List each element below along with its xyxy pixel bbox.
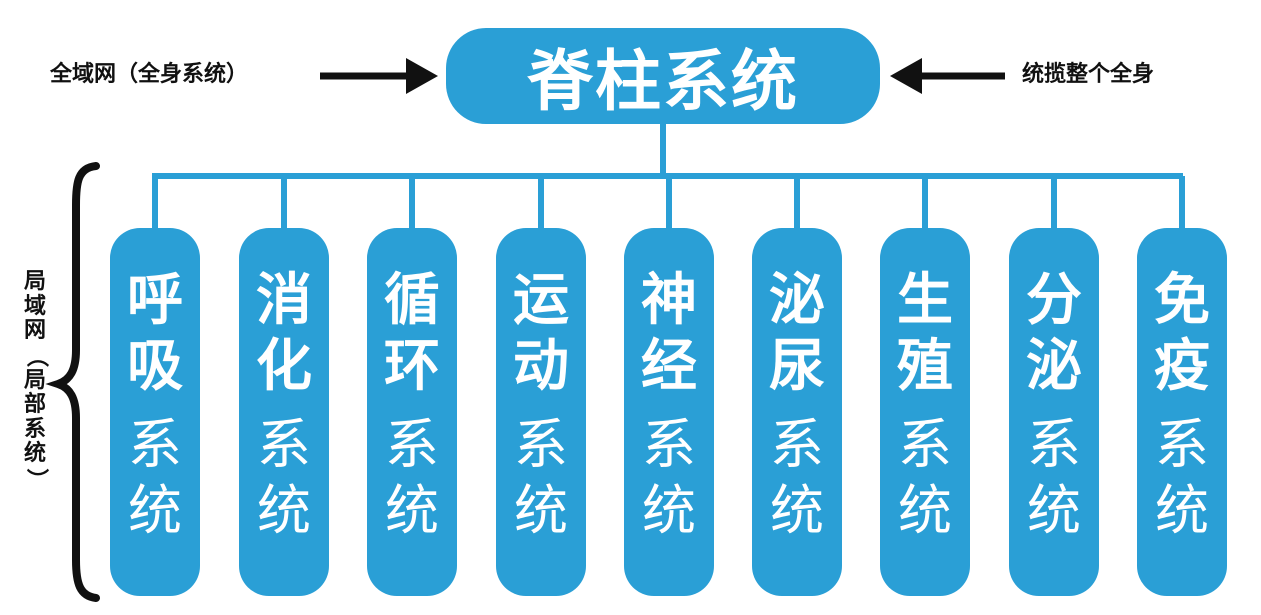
system-name: 免疫: [1154, 268, 1210, 399]
left-brace-icon: [45, 162, 100, 602]
system-box-digestive: 消化 系统: [239, 228, 329, 596]
global-network-label: 全域网（全身系统）: [50, 62, 249, 87]
branch-drops: [152, 176, 1185, 230]
system-name: 泌尿: [769, 268, 825, 399]
system-box-urinary: 泌尿 系统: [752, 228, 842, 596]
system-name: 循环: [384, 268, 440, 399]
system-suffix: 系统: [257, 413, 311, 542]
system-suffix: 系统: [1027, 413, 1081, 542]
system-box-motor: 运动 系统: [496, 228, 586, 596]
system-suffix: 系统: [385, 413, 439, 542]
system-suffix: 系统: [514, 413, 568, 542]
system-box-reproductive: 生殖 系统: [880, 228, 970, 596]
system-suffix: 系统: [770, 413, 824, 542]
local-label-char: 域: [23, 293, 46, 319]
system-box-circulatory: 循环 系统: [367, 228, 457, 596]
system-name: 神经: [641, 268, 697, 399]
system-box-respiratory: 呼吸 系统: [110, 228, 200, 596]
system-name: 生殖: [897, 268, 953, 399]
right-arrow-icon: [890, 58, 1005, 94]
local-label-char: （: [23, 345, 49, 368]
local-label-char: 统: [23, 441, 46, 467]
local-label-char: 局: [23, 269, 46, 294]
system-suffix: 系统: [1155, 413, 1209, 542]
overall-label: 统揽整个全身: [1022, 62, 1155, 87]
spine-system-box: 脊柱系统: [446, 28, 880, 124]
system-name: 消化: [256, 268, 312, 399]
system-box-nervous: 神经 系统: [624, 228, 714, 596]
spine-system-title: 脊柱系统: [527, 43, 799, 120]
system-box-endocrine: 分泌 系统: [1009, 228, 1099, 596]
local-label-char: ）: [23, 468, 49, 491]
system-box-immune: 免疫 系统: [1137, 228, 1227, 596]
local-label-char: 局: [23, 367, 46, 393]
system-name: 呼吸: [127, 268, 183, 399]
system-suffix: 系统: [898, 413, 952, 542]
local-network-label: 局 域 网 （ 局 部 系 统 ）: [20, 269, 50, 492]
system-suffix: 系统: [642, 413, 696, 542]
local-label-char: 部: [23, 392, 46, 418]
local-label-char: 网: [23, 318, 46, 344]
system-suffix: 系统: [128, 413, 182, 542]
left-arrow-icon: [320, 58, 438, 94]
system-name: 运动: [513, 268, 569, 399]
system-name: 分泌: [1026, 268, 1082, 399]
local-label-char: 系: [23, 416, 46, 442]
